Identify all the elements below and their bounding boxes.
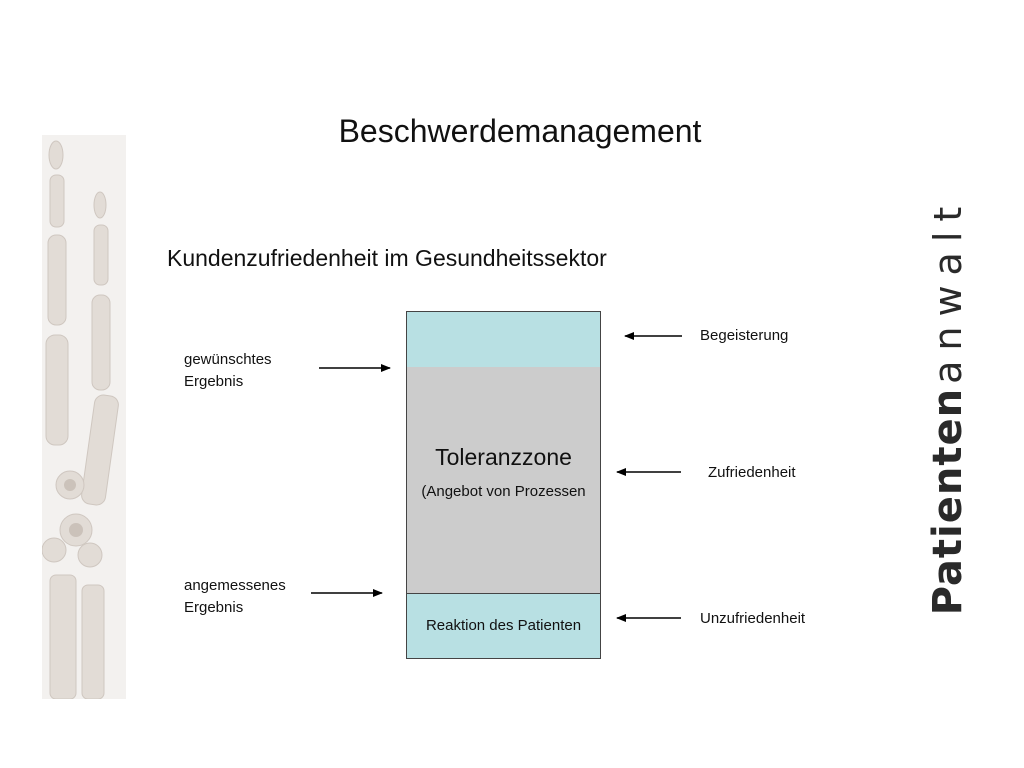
adequate-result-label: angemessenes Ergebnis [184,575,286,619]
tolerance-zone-subtitle: (Angebot von Prozessen [421,483,586,500]
hand-xray-image [42,135,126,699]
tolerance-zone-title: Toleranzzone [435,444,572,470]
brand-word-bold: Patienten [925,387,971,616]
patient-reaction-label: Reaktion des Patienten [425,617,582,634]
adequate-result-line-2: Ergebnis [184,599,244,616]
brand-word-thin: anwalt [926,196,970,384]
brand-logo-text: Patientenanwalt [925,197,971,616]
desired-result-line-2: Ergebnis [184,373,244,390]
satisfaction-label: Zufriedenheit [708,464,796,481]
slide-title: Beschwerdemanagement [338,113,702,149]
slide-subtitle: Kundenzufriedenheit im Gesundheitssektor [167,245,607,271]
desired-result-label: gewünschtes Ergebnis [184,349,272,393]
desired-result-line-1: gewünschtes [184,351,272,368]
reaction-zone-box [406,593,601,659]
dissatisfaction-label: Unzufriedenheit [700,610,806,627]
enthusiasm-label: Begeisterung [700,327,789,344]
tolerance-zone-box [406,367,601,593]
adequate-result-line-1: angemessenes [184,577,286,594]
